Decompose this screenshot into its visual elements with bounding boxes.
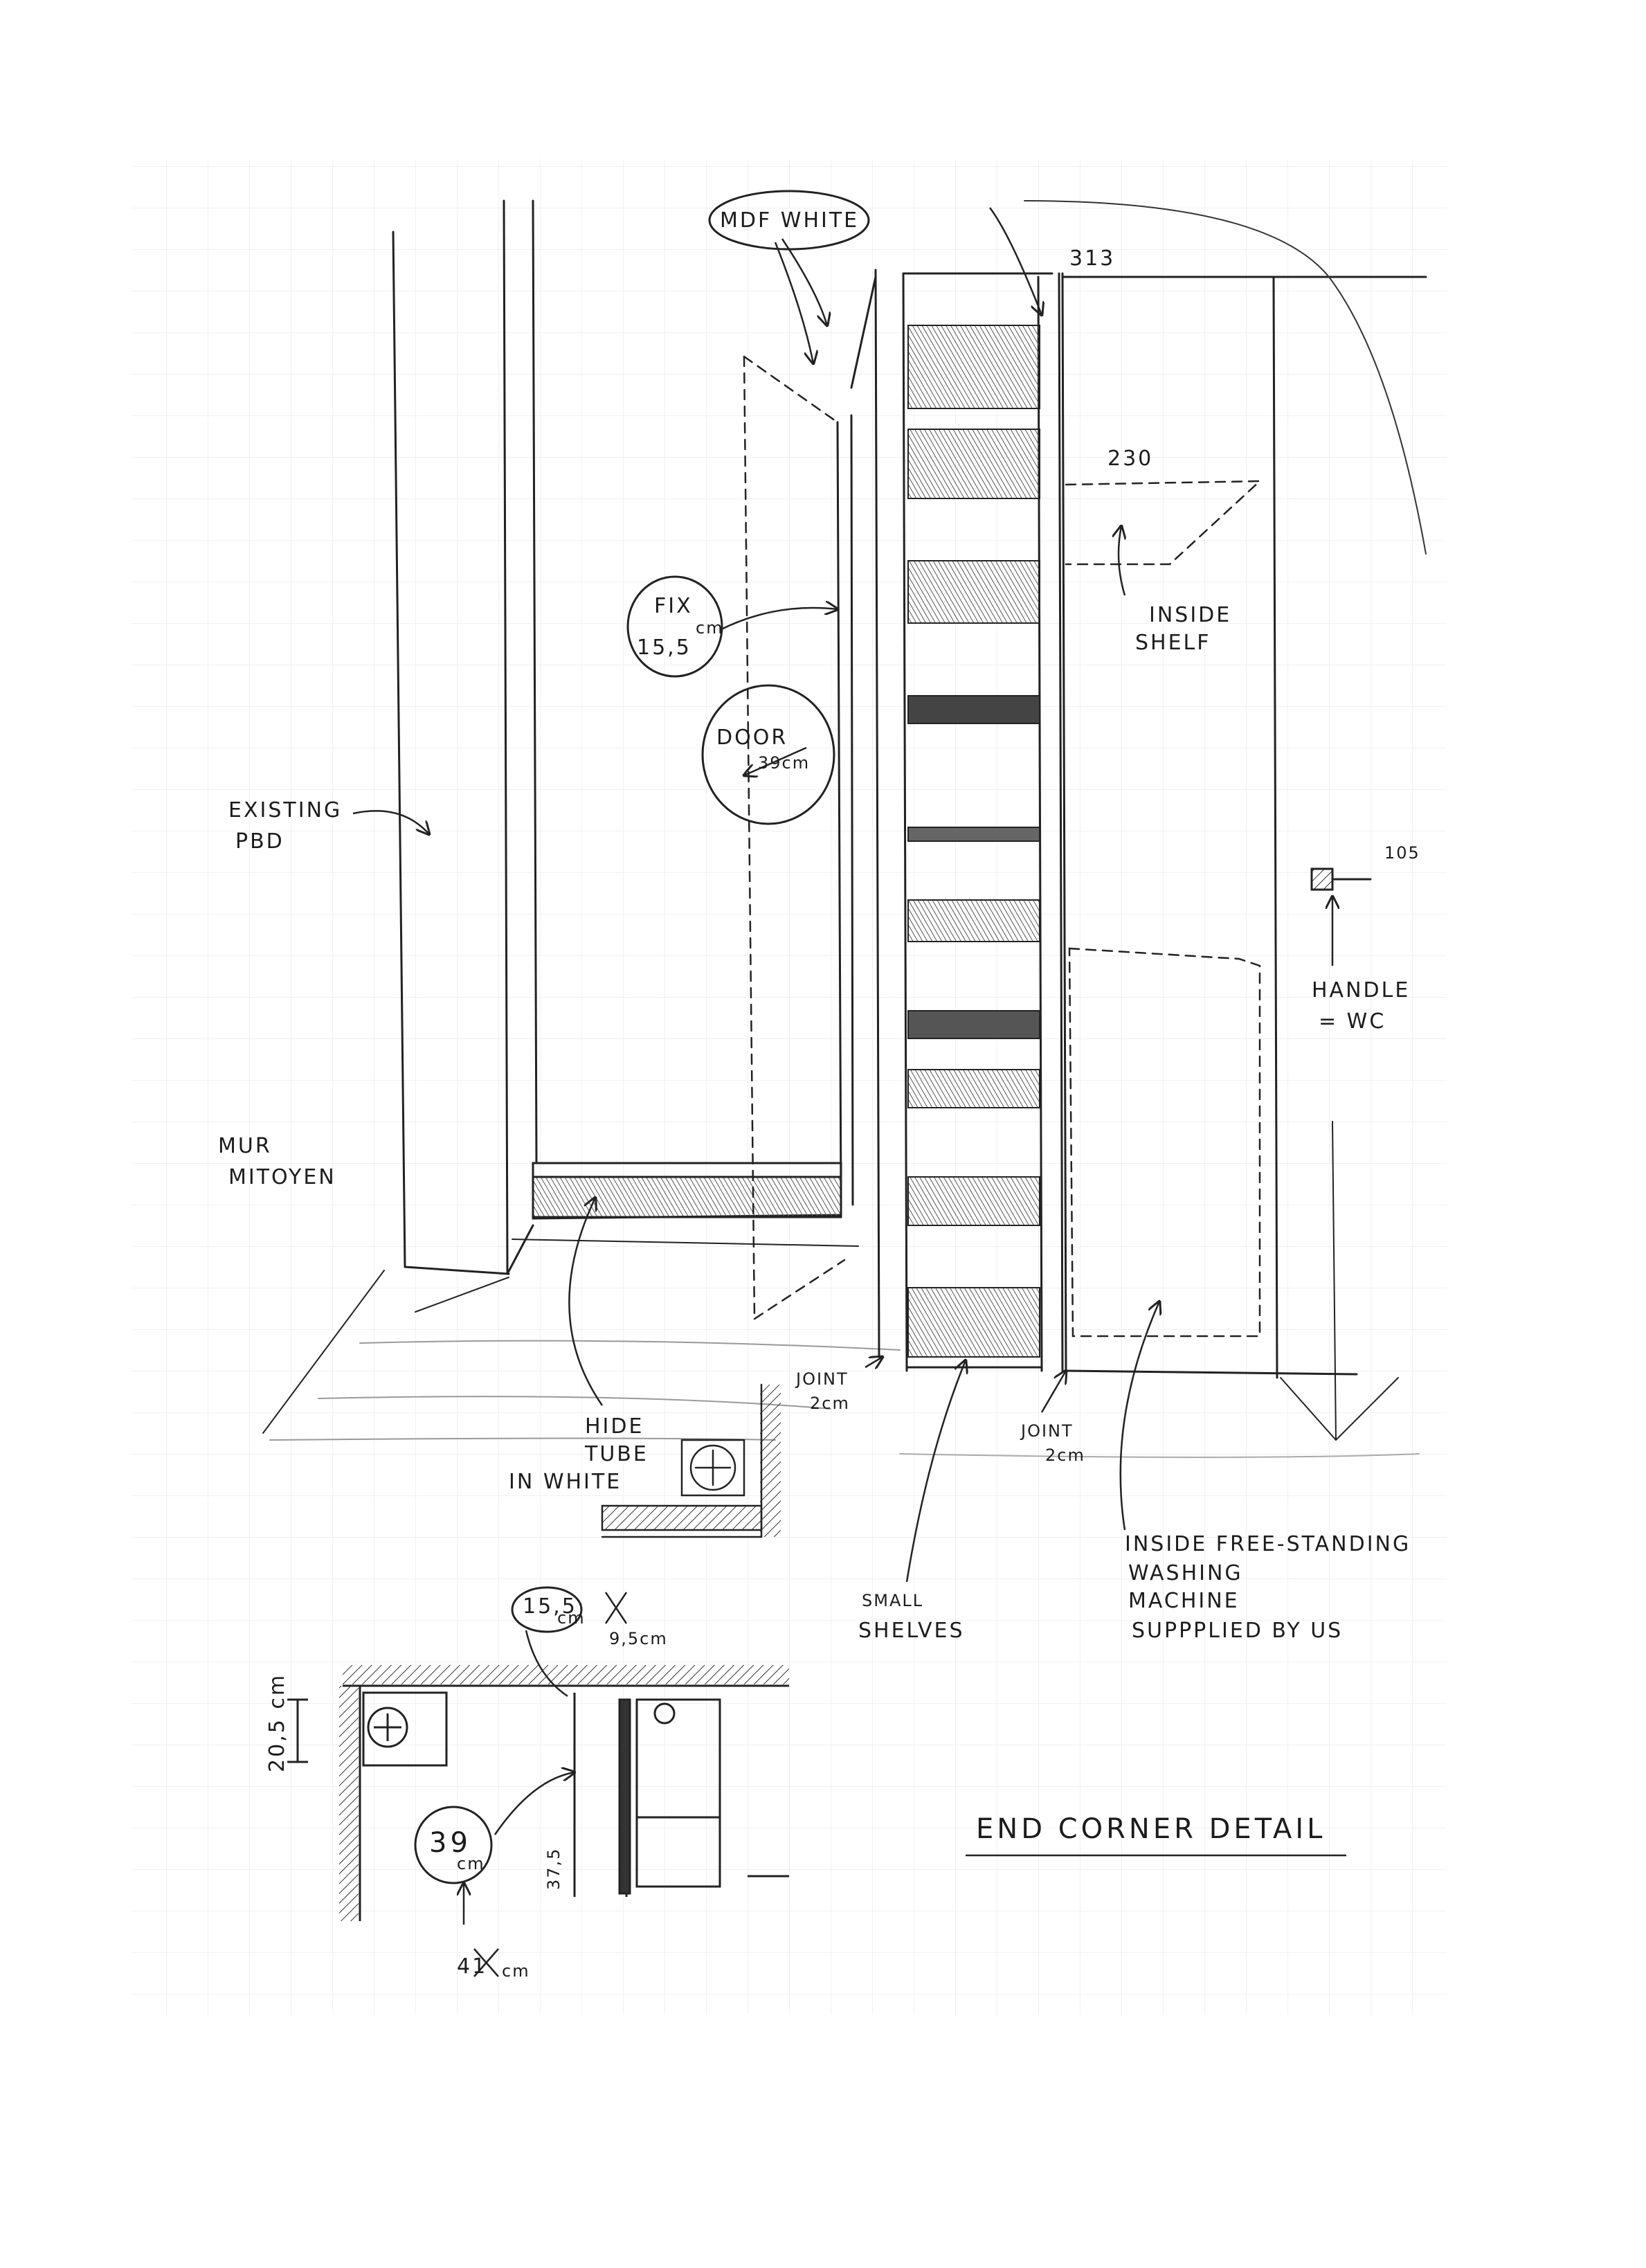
- dim-313-label: 313: [1069, 246, 1115, 271]
- joint-right-label-1: JOINT: [1020, 1421, 1074, 1441]
- shelf-stack: [907, 325, 1040, 1358]
- fix-panel: [836, 276, 877, 1206]
- washing-label-2: WASHING: [1128, 1561, 1243, 1585]
- right-wall-end: [1280, 1121, 1399, 1441]
- shelf: [907, 827, 1040, 842]
- hide-tube-label-2: TUBE: [584, 1442, 649, 1466]
- shelf: [907, 560, 1040, 624]
- washing-label-4: SUPPPLIED BY US: [1132, 1619, 1343, 1643]
- dim-105-label: 105: [1384, 843, 1420, 863]
- existing-pbd-label-1: EXISTING: [228, 798, 342, 822]
- plan-dim-9-5: 9,5cm: [609, 1629, 668, 1648]
- plan-dim-15-5-unit: cm: [557, 1608, 586, 1628]
- washing-machine-cabinet: [1061, 272, 1427, 1379]
- callout-bubbles: [626, 190, 870, 825]
- leader-inside-shelf: [1119, 526, 1125, 596]
- handle-label-2: = WC: [1319, 1009, 1386, 1034]
- fix-label: FIX: [654, 594, 693, 618]
- plan-dim-20-5: 20,5 cm: [265, 1673, 289, 1772]
- existing-pbd-label-2: PBD: [235, 829, 284, 854]
- door-bubble: [701, 684, 835, 825]
- wc-mini-plan: [601, 1383, 781, 1538]
- inside-shelf-label-2: SHELF: [1135, 631, 1211, 655]
- plan-dim-39: 39: [429, 1827, 471, 1859]
- joint-right-label-2: 2cm: [1045, 1446, 1085, 1465]
- joint-left-label-2: 2cm: [810, 1394, 850, 1413]
- end-corner-detail-title: END CORNER DETAIL: [976, 1813, 1326, 1845]
- dim-230-label: 230: [1107, 447, 1153, 471]
- shelf: [907, 899, 1040, 942]
- fix-bubble: [626, 575, 723, 678]
- leader-existing: [352, 810, 429, 834]
- leader-mdf-white-3: [988, 207, 1042, 315]
- leader-lines: [352, 207, 1332, 1583]
- leader-joint-right: [1040, 1371, 1066, 1413]
- leader-hide-tube: [568, 1198, 604, 1406]
- inside-shelf-label-1: INSIDE: [1149, 603, 1231, 627]
- shelf: [907, 1287, 1040, 1358]
- plan-39-bubble: [414, 1806, 493, 1884]
- inside-shelf-dashed: [1065, 480, 1263, 566]
- plan-wall-top: [343, 1665, 789, 1684]
- plan-toilet: [362, 1691, 448, 1767]
- plan-dim-37-5: 37,5: [544, 1848, 563, 1890]
- shelf: [907, 429, 1040, 499]
- shelf: [907, 1010, 1040, 1039]
- joint-left-label-1: JOINT: [795, 1369, 849, 1389]
- plan-dim-39-unit: cm: [457, 1854, 485, 1873]
- end-corner-plan: [287, 1586, 1346, 1977]
- leader-small-shelves: [905, 1360, 966, 1583]
- mur-mitoyen-label-1: MUR: [218, 1134, 272, 1158]
- fix-value: 15,5: [637, 636, 691, 660]
- plan-annotations: 15,5 cm 9,5cm 20,5 cm 39 cm 37,5 41 cm E…: [265, 1594, 1326, 1981]
- door-label: DOOR: [716, 726, 788, 750]
- shelf: [907, 325, 1040, 409]
- plan-15-bubble: [511, 1586, 583, 1633]
- annotations: MDF WHITE 313 230 105 INSIDE SHELF FIX 1…: [218, 208, 1420, 1643]
- grid-paper: [132, 159, 1447, 2015]
- washing-label-3: MACHINE: [1128, 1589, 1240, 1613]
- plan-wall-left: [339, 1686, 359, 1921]
- plan-fix-panel: [618, 1698, 631, 1895]
- leader-washing: [1119, 1302, 1159, 1531]
- hide-tube-label-1: HIDE: [585, 1414, 644, 1439]
- mdf-white-label: MDF WHITE: [720, 208, 859, 233]
- handle-label-1: HANDLE: [1312, 978, 1410, 1002]
- leader-mdf-white-2: [774, 242, 813, 363]
- door-value: 39cm: [758, 753, 810, 773]
- handle-wc: [1310, 867, 1372, 891]
- washing-machine-dashed: [1068, 947, 1261, 1338]
- door-outline-dashed: [743, 355, 846, 1320]
- shelf: [907, 1176, 1040, 1226]
- washing-label-1: INSIDE FREE-STANDING: [1125, 1532, 1411, 1556]
- leader-door: [744, 746, 807, 775]
- hide-tube-label-3: IN WHITE: [509, 1470, 622, 1494]
- shelf: [907, 1069, 1040, 1108]
- existing-pbd-wall: [392, 199, 538, 1275]
- mdf-white-bubble: [708, 190, 870, 251]
- small-shelves-label-2: SHELVES: [858, 1619, 965, 1643]
- mur-mitoyen-label-2: MITOYEN: [228, 1165, 336, 1189]
- leader-fix: [719, 608, 838, 631]
- plan-dim-15-5: 15,5: [523, 1594, 577, 1619]
- small-shelves-label-1: SMALL: [862, 1591, 923, 1610]
- leader-joint-left: [865, 1357, 883, 1367]
- plan-dim-41: 41: [457, 1954, 487, 1979]
- fix-unit: cm: [696, 618, 724, 638]
- plan-dim-41-unit: cm: [502, 1961, 530, 1981]
- door-swing-arc: [1024, 200, 1427, 555]
- shelf: [907, 695, 1040, 724]
